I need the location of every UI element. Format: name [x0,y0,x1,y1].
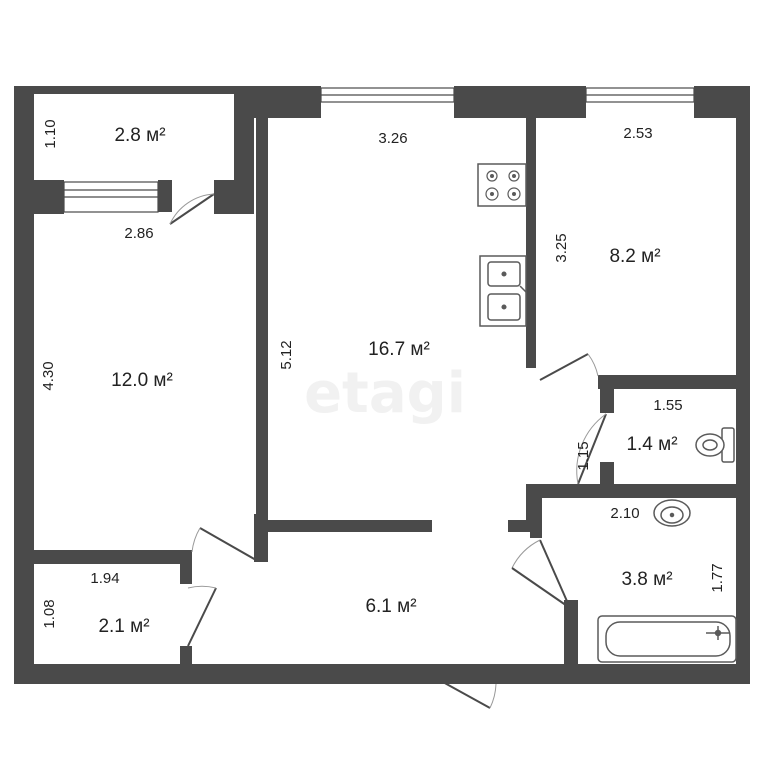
door-bedroom [199,527,257,561]
balcony-width: 2.86 [124,225,153,242]
door-toilet [577,413,607,485]
balcony-area: 2.8 м² [114,125,165,146]
washbasin-icon [653,499,691,527]
bathtub-icon [597,615,737,663]
toilet-icon [695,427,735,463]
toilet-area: 1.4 м² [626,434,677,455]
door-closet [187,587,217,647]
door-bathroom [539,539,571,609]
hallway-area: 6.1 м² [365,596,416,617]
double-sink-icon [479,255,527,327]
interior-walls [14,94,750,676]
room-right-area: 8.2 м² [609,246,660,267]
bedroom-length: 4.30 [40,361,57,390]
bathroom-area: 3.8 м² [621,569,672,590]
toilet-width: 1.55 [653,397,682,414]
balcony-depth: 1.10 [42,119,59,148]
kitchen-width: 3.26 [378,130,407,147]
closet-depth: 1.08 [41,599,58,628]
bathroom-width: 2.10 [610,505,639,522]
doors [169,193,607,709]
bedroom-area: 12.0 м² [111,370,173,391]
exterior-walls [14,86,750,684]
room-right-length: 3.25 [553,233,570,262]
door-balcony [169,193,215,225]
bathroom-depth: 1.77 [709,563,726,592]
room-right-width: 2.53 [623,125,652,142]
windows [63,87,695,213]
toilet-depth: 1.15 [575,441,592,470]
closet-width: 1.94 [90,570,119,587]
stove-icon [477,163,527,207]
watermark: etagi [304,361,466,426]
room-labels: 2.8 м² 1.10 2.86 12.0 м² 4.30 3.26 5.12 … [40,119,726,637]
door-room-right [539,353,589,381]
door-entrance [431,675,491,709]
closet-area: 2.1 м² [98,616,149,637]
kitchen-length: 5.12 [278,340,295,369]
kitchen-area: 16.7 м² [368,339,430,360]
